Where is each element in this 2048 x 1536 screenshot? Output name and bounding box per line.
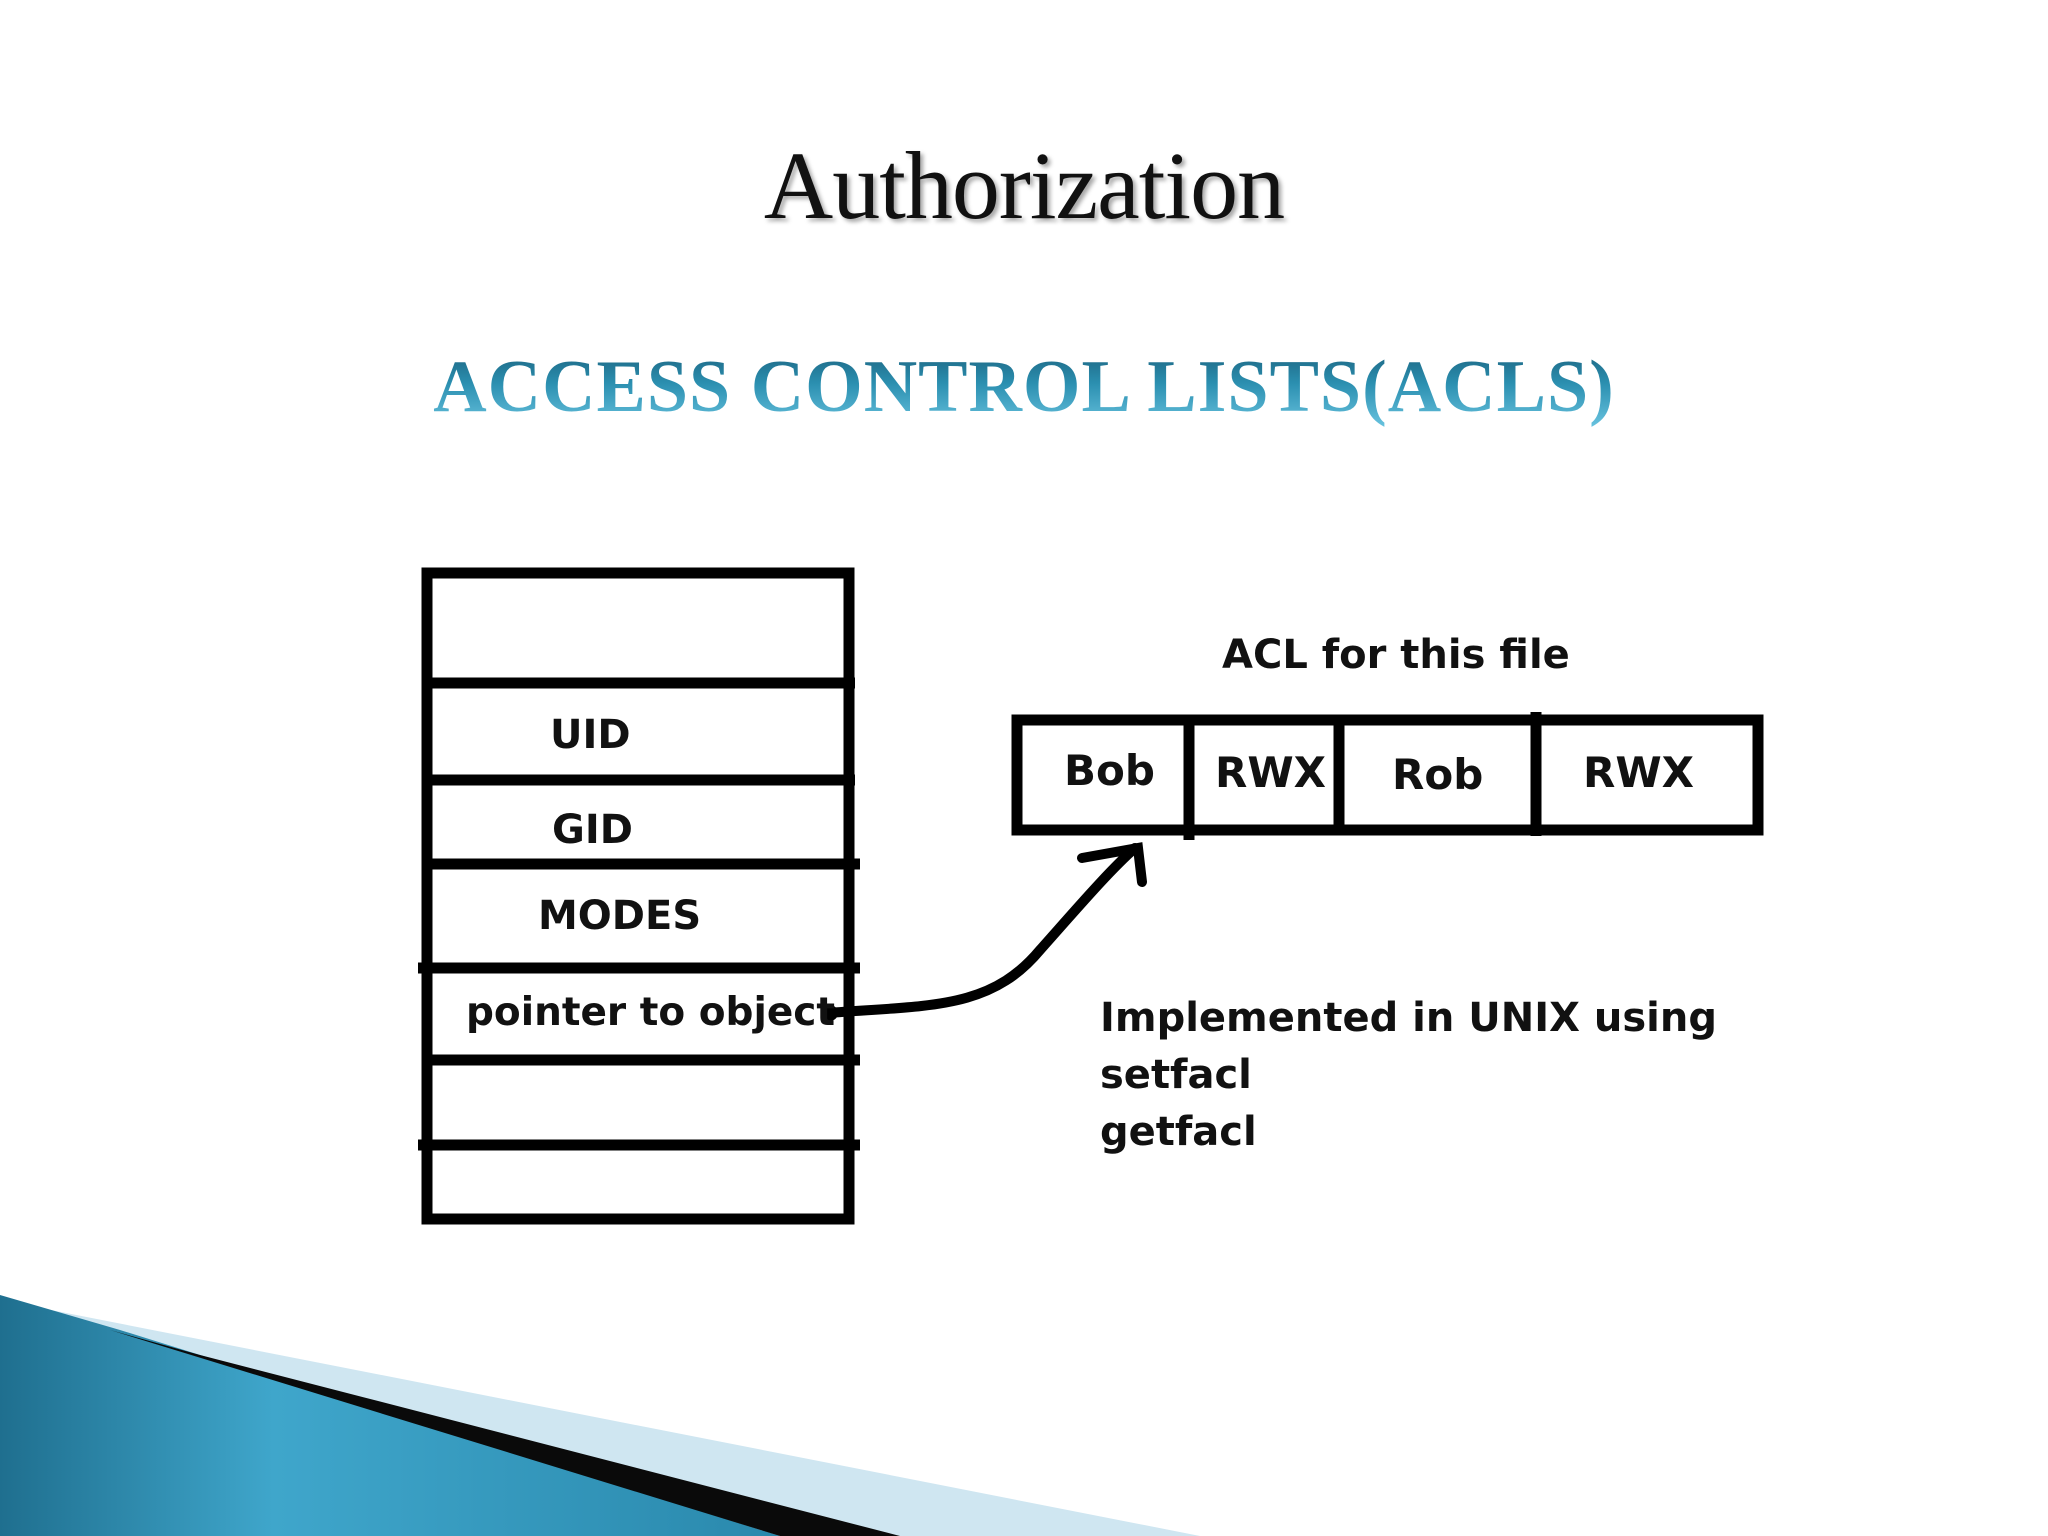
inode-table [418, 567, 860, 1225]
pointer-arrow [823, 842, 1147, 1018]
acl-cell-bob: Bob [1064, 746, 1155, 795]
note-line-1: Implemented in UNIX using [1100, 995, 1717, 1041]
slide-title: Authorization [763, 132, 1285, 239]
inode-row-pointer: pointer to object [466, 990, 836, 1035]
subtitle-block: ACCESS CONTROL LISTS(ACLS) [0, 345, 2048, 430]
note-line-3: getfacl [1100, 1109, 1257, 1155]
acl-caption: ACL for this file [1222, 632, 1570, 678]
inode-row-modes: MODES [538, 893, 702, 939]
inode-row-uid: UID [550, 712, 631, 758]
pointer-dot [822, 1005, 838, 1021]
acl-table [1011, 712, 1764, 840]
acl-cell-rwx-1: RWX [1215, 748, 1327, 797]
acl-cell-rob: Rob [1392, 750, 1484, 799]
slide-subtitle: ACCESS CONTROL LISTS(ACLS) [433, 346, 1615, 428]
acl-cell-rwx-2: RWX [1583, 748, 1695, 797]
inode-row-gid: GID [552, 807, 633, 853]
note-line-2: setfacl [1100, 1052, 1252, 1098]
